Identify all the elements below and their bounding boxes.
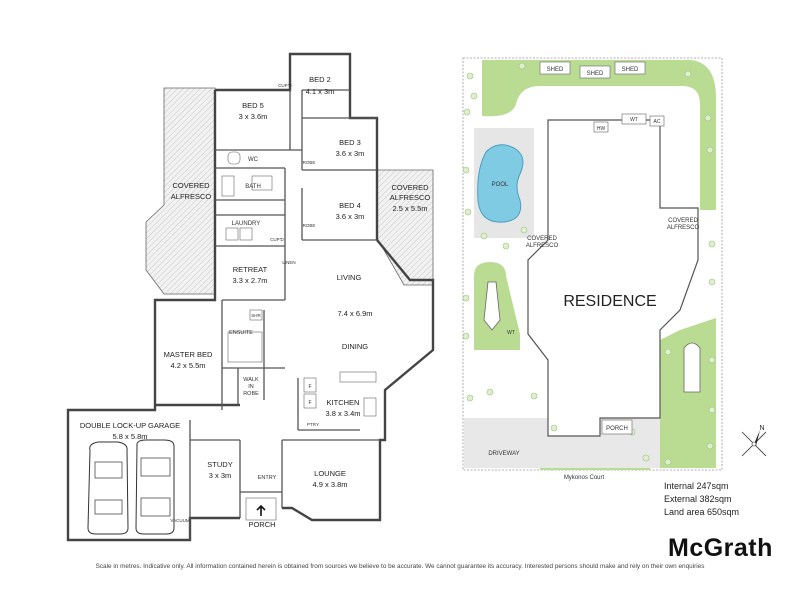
hw-label: HW (597, 126, 606, 132)
covered-alfresco-right-1: COVERED (668, 218, 698, 224)
site-plan: SHED SHED SHED HW WT AC POOL COVERED ALF… (462, 57, 767, 481)
garage-cars (87, 439, 175, 535)
lounge-size: 4.9 x 3.8m (312, 480, 347, 489)
garden-plants (462, 62, 716, 466)
vacuum-label: VACUUM (170, 518, 189, 523)
dining-label: DINING (342, 342, 368, 351)
brand-logo: McGrath (668, 534, 773, 562)
shed-label-1: SHED (547, 67, 564, 73)
retreat-size: 3.3 x 2.7m (232, 276, 267, 285)
site-boundary (462, 57, 723, 471)
covered-alfresco-left-2: ALFRESCO (526, 243, 559, 249)
entry-label: ENTRY (258, 475, 277, 481)
boat-right (683, 342, 701, 393)
cupd-label-top: CUP'D (278, 83, 292, 88)
bed4-size: 3.6 x 3m (336, 212, 365, 221)
fixtures (221, 151, 377, 521)
wir-label-2: IN (248, 384, 254, 390)
kitchen-label: KITCHEN (327, 398, 360, 407)
north-arrow-icon: N (741, 425, 767, 457)
land-area: Land area 650sqm (664, 507, 740, 517)
disclaimer: Scale in metres. Indicative only. All in… (95, 563, 705, 570)
residence-label: RESIDENCE (563, 293, 656, 310)
bed2-label: BED 2 (309, 75, 331, 84)
bath-label: BATH (245, 184, 261, 190)
wt-small-label: WT (507, 330, 515, 336)
garage-size: 5.8 x 5.8m (112, 432, 147, 441)
lawn-top (482, 60, 716, 168)
internal-area: Internal 247sqm (664, 481, 729, 491)
garage-label: DOUBLE LOCK-UP GARAGE (80, 421, 180, 430)
interior-walls (189, 89, 380, 540)
left-alfresco-label-1: COVERED (172, 181, 210, 190)
boat-left (483, 281, 501, 331)
floor-plan: BED 2 4.1 x 3m BED 5 3 x 3.6m BED 3 3.6 … (66, 52, 435, 542)
covered-alfresco-right-2: ALFRESCO (667, 225, 700, 231)
north-label: N (759, 425, 764, 432)
bed4-label: BED 4 (339, 201, 361, 210)
wt-label: WT (630, 117, 638, 123)
study-size: 3 x 3m (209, 471, 232, 480)
pool (477, 144, 524, 223)
fridge-label-1: F (308, 384, 311, 390)
study-label: STUDY (207, 460, 232, 469)
robe-label-bed3: ROBE (303, 160, 316, 165)
left-alfresco-label-2: ALFRESCO (171, 192, 212, 201)
porch-label: PORCH (248, 520, 275, 529)
right-alfresco-size: 2.5 x 5.5m (392, 204, 427, 213)
kitchen-size: 3.8 x 3.4m (325, 409, 360, 418)
site-porch-label: PORCH (606, 426, 628, 432)
bed3-label: BED 3 (339, 138, 361, 147)
shed-label-2: SHED (587, 71, 604, 77)
bed3-size: 3.6 x 3m (336, 149, 365, 158)
ac-label: AC (654, 119, 661, 125)
site-porch-box (601, 419, 633, 435)
lounge-label: LOUNGE (314, 469, 346, 478)
laundry-label: LAUNDRY (232, 221, 261, 227)
wc-label: WC (248, 157, 259, 163)
linen-label: LINEN (282, 260, 295, 265)
left-alfresco-area (145, 87, 216, 295)
retreat-label: RETREAT (233, 265, 268, 274)
wir-label-3: ROBE (243, 391, 259, 397)
right-alfresco-label-2: ALFRESCO (390, 193, 431, 202)
master-bed-size: 4.2 x 5.5m (170, 361, 205, 370)
shower-label: SHR (251, 313, 261, 318)
robe-label-bed4: ROBE (303, 223, 316, 228)
street-label: Mykonos Court (564, 475, 605, 481)
shed-label-3: SHED (622, 67, 639, 73)
residence-footprint (527, 119, 699, 437)
pool-label: POOL (492, 182, 509, 188)
bed5-label: BED 5 (242, 101, 264, 110)
master-bed-label: MASTER BED (164, 350, 213, 359)
sheds (539, 61, 665, 133)
covered-alfresco-left-1: COVERED (527, 236, 557, 242)
pantry-label: PTRY (307, 422, 319, 427)
wir-label-1: WALK (243, 377, 259, 383)
bed2-size: 4.1 x 3m (306, 87, 335, 96)
area-stats: Internal 247sqm External 382sqm Land are… (664, 480, 739, 519)
cupd-label-laundry: CUP'D (270, 237, 284, 242)
right-alfresco-label-1: COVERED (391, 183, 429, 192)
lawn-side (700, 168, 716, 210)
living-size: 7.4 x 6.9m (337, 309, 372, 318)
driveway-label: DRIVEWAY (488, 451, 519, 457)
fridge-label-2: F (308, 400, 311, 406)
bed5-size: 3 x 3.6m (239, 112, 268, 121)
lawn-right (660, 318, 716, 468)
living-label: LIVING (337, 273, 362, 282)
external-area: External 382sqm (664, 494, 732, 504)
ensuite-label: ENSUITE (229, 330, 253, 336)
